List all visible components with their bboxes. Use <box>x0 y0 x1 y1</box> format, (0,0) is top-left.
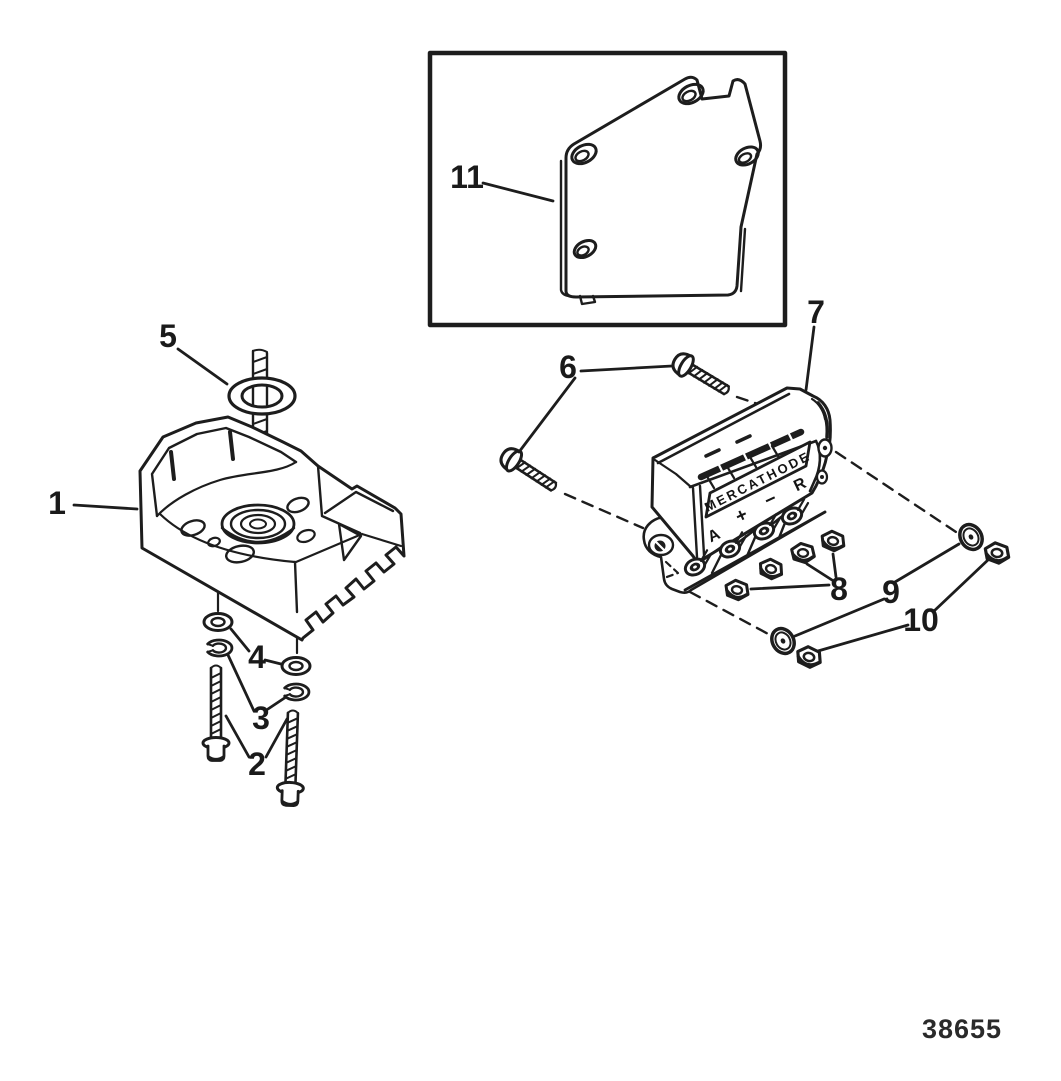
stud-washer-lower <box>770 626 796 656</box>
leader-line-6 <box>517 364 674 454</box>
plate-foot-tab <box>578 294 597 306</box>
inset-frame-group: 11 <box>427 50 788 328</box>
anode-housing-assembly: 5 1 4 3 2 <box>48 318 406 807</box>
terminal-nut <box>820 529 846 553</box>
terminal-nut <box>724 578 750 602</box>
leader-line-2 <box>224 714 289 759</box>
wing-gusset <box>337 522 363 562</box>
inset-frame <box>427 50 788 328</box>
leader-line-4 <box>229 627 283 666</box>
assembly-dash-upper-stud <box>834 450 958 534</box>
controller-unit: MERCATHODE A + − R <box>642 386 833 594</box>
flat-washer-a <box>202 612 234 632</box>
controller-assembly: 6 <box>499 294 1011 669</box>
callout-5: 5 <box>159 318 177 354</box>
stud-nut-upper <box>983 541 1011 565</box>
terminal-stud <box>683 549 713 577</box>
callout-7: 7 <box>807 294 825 330</box>
corner-rib-lines <box>691 484 706 559</box>
plate-hole <box>572 238 598 260</box>
callout-8: 8 <box>830 571 848 607</box>
terminal-stud <box>718 531 748 559</box>
callout-11: 11 <box>450 159 484 195</box>
terminal-stud <box>780 498 810 526</box>
callout-9: 9 <box>882 574 900 610</box>
deck-holes <box>180 496 316 564</box>
grommet-boss <box>220 503 296 545</box>
controller-screw-b <box>499 447 558 492</box>
top-face-marks <box>704 434 752 458</box>
leader-line-5 <box>176 347 229 386</box>
housing-bracket <box>138 415 406 655</box>
leader-line-10 <box>816 557 991 653</box>
lock-washer-a <box>206 638 234 658</box>
mount-hole-indicator-lines <box>216 591 299 655</box>
plate-thickness-edge <box>739 227 747 293</box>
stud-washer-upper <box>958 522 984 552</box>
flat-washer-b <box>280 656 312 676</box>
leader-line-7 <box>804 325 816 392</box>
mounting-plate <box>559 75 763 306</box>
callout-6: 6 <box>559 349 577 385</box>
callout-2: 2 <box>248 746 266 782</box>
controller-bracket <box>642 510 827 594</box>
wall-rib-marks <box>169 430 235 481</box>
plate-hole <box>734 145 760 167</box>
leader-line-1 <box>72 503 139 511</box>
assembly-dash-lower-stud <box>688 590 774 638</box>
callout-10: 10 <box>903 602 939 638</box>
mounting-screw-b <box>275 709 305 807</box>
leader-line-3 <box>226 653 288 713</box>
leader-line-11 <box>481 181 555 203</box>
leader-line-9 <box>793 542 961 638</box>
controller-screw-a <box>671 352 730 396</box>
drawing-number: 38655 <box>922 1014 1002 1044</box>
plate-thickness-edge <box>559 159 571 298</box>
terminal-nut <box>758 557 784 581</box>
plate-hole <box>677 82 705 106</box>
grommet <box>227 376 297 416</box>
assembly-dash-screw-a <box>735 395 760 406</box>
mercathode-label-panel <box>704 440 812 519</box>
lock-washer-b <box>283 682 311 702</box>
plate-hole <box>570 142 598 166</box>
terminal-stud <box>752 513 782 541</box>
bevel-hatch <box>706 444 780 490</box>
callout-1: 1 <box>48 485 66 521</box>
assembly-dash-screw-b <box>563 492 645 530</box>
callout-4: 4 <box>248 639 266 675</box>
mounting-screw-a <box>201 664 231 762</box>
bracket-hidden-edge <box>662 560 680 580</box>
terminal-strip-edge <box>683 510 827 592</box>
stud-nut-lower <box>796 645 822 669</box>
top-groove-stripe <box>697 428 805 481</box>
callout-3: 3 <box>252 700 270 736</box>
leader-line-8 <box>749 552 838 591</box>
terminal-nut <box>790 541 816 565</box>
